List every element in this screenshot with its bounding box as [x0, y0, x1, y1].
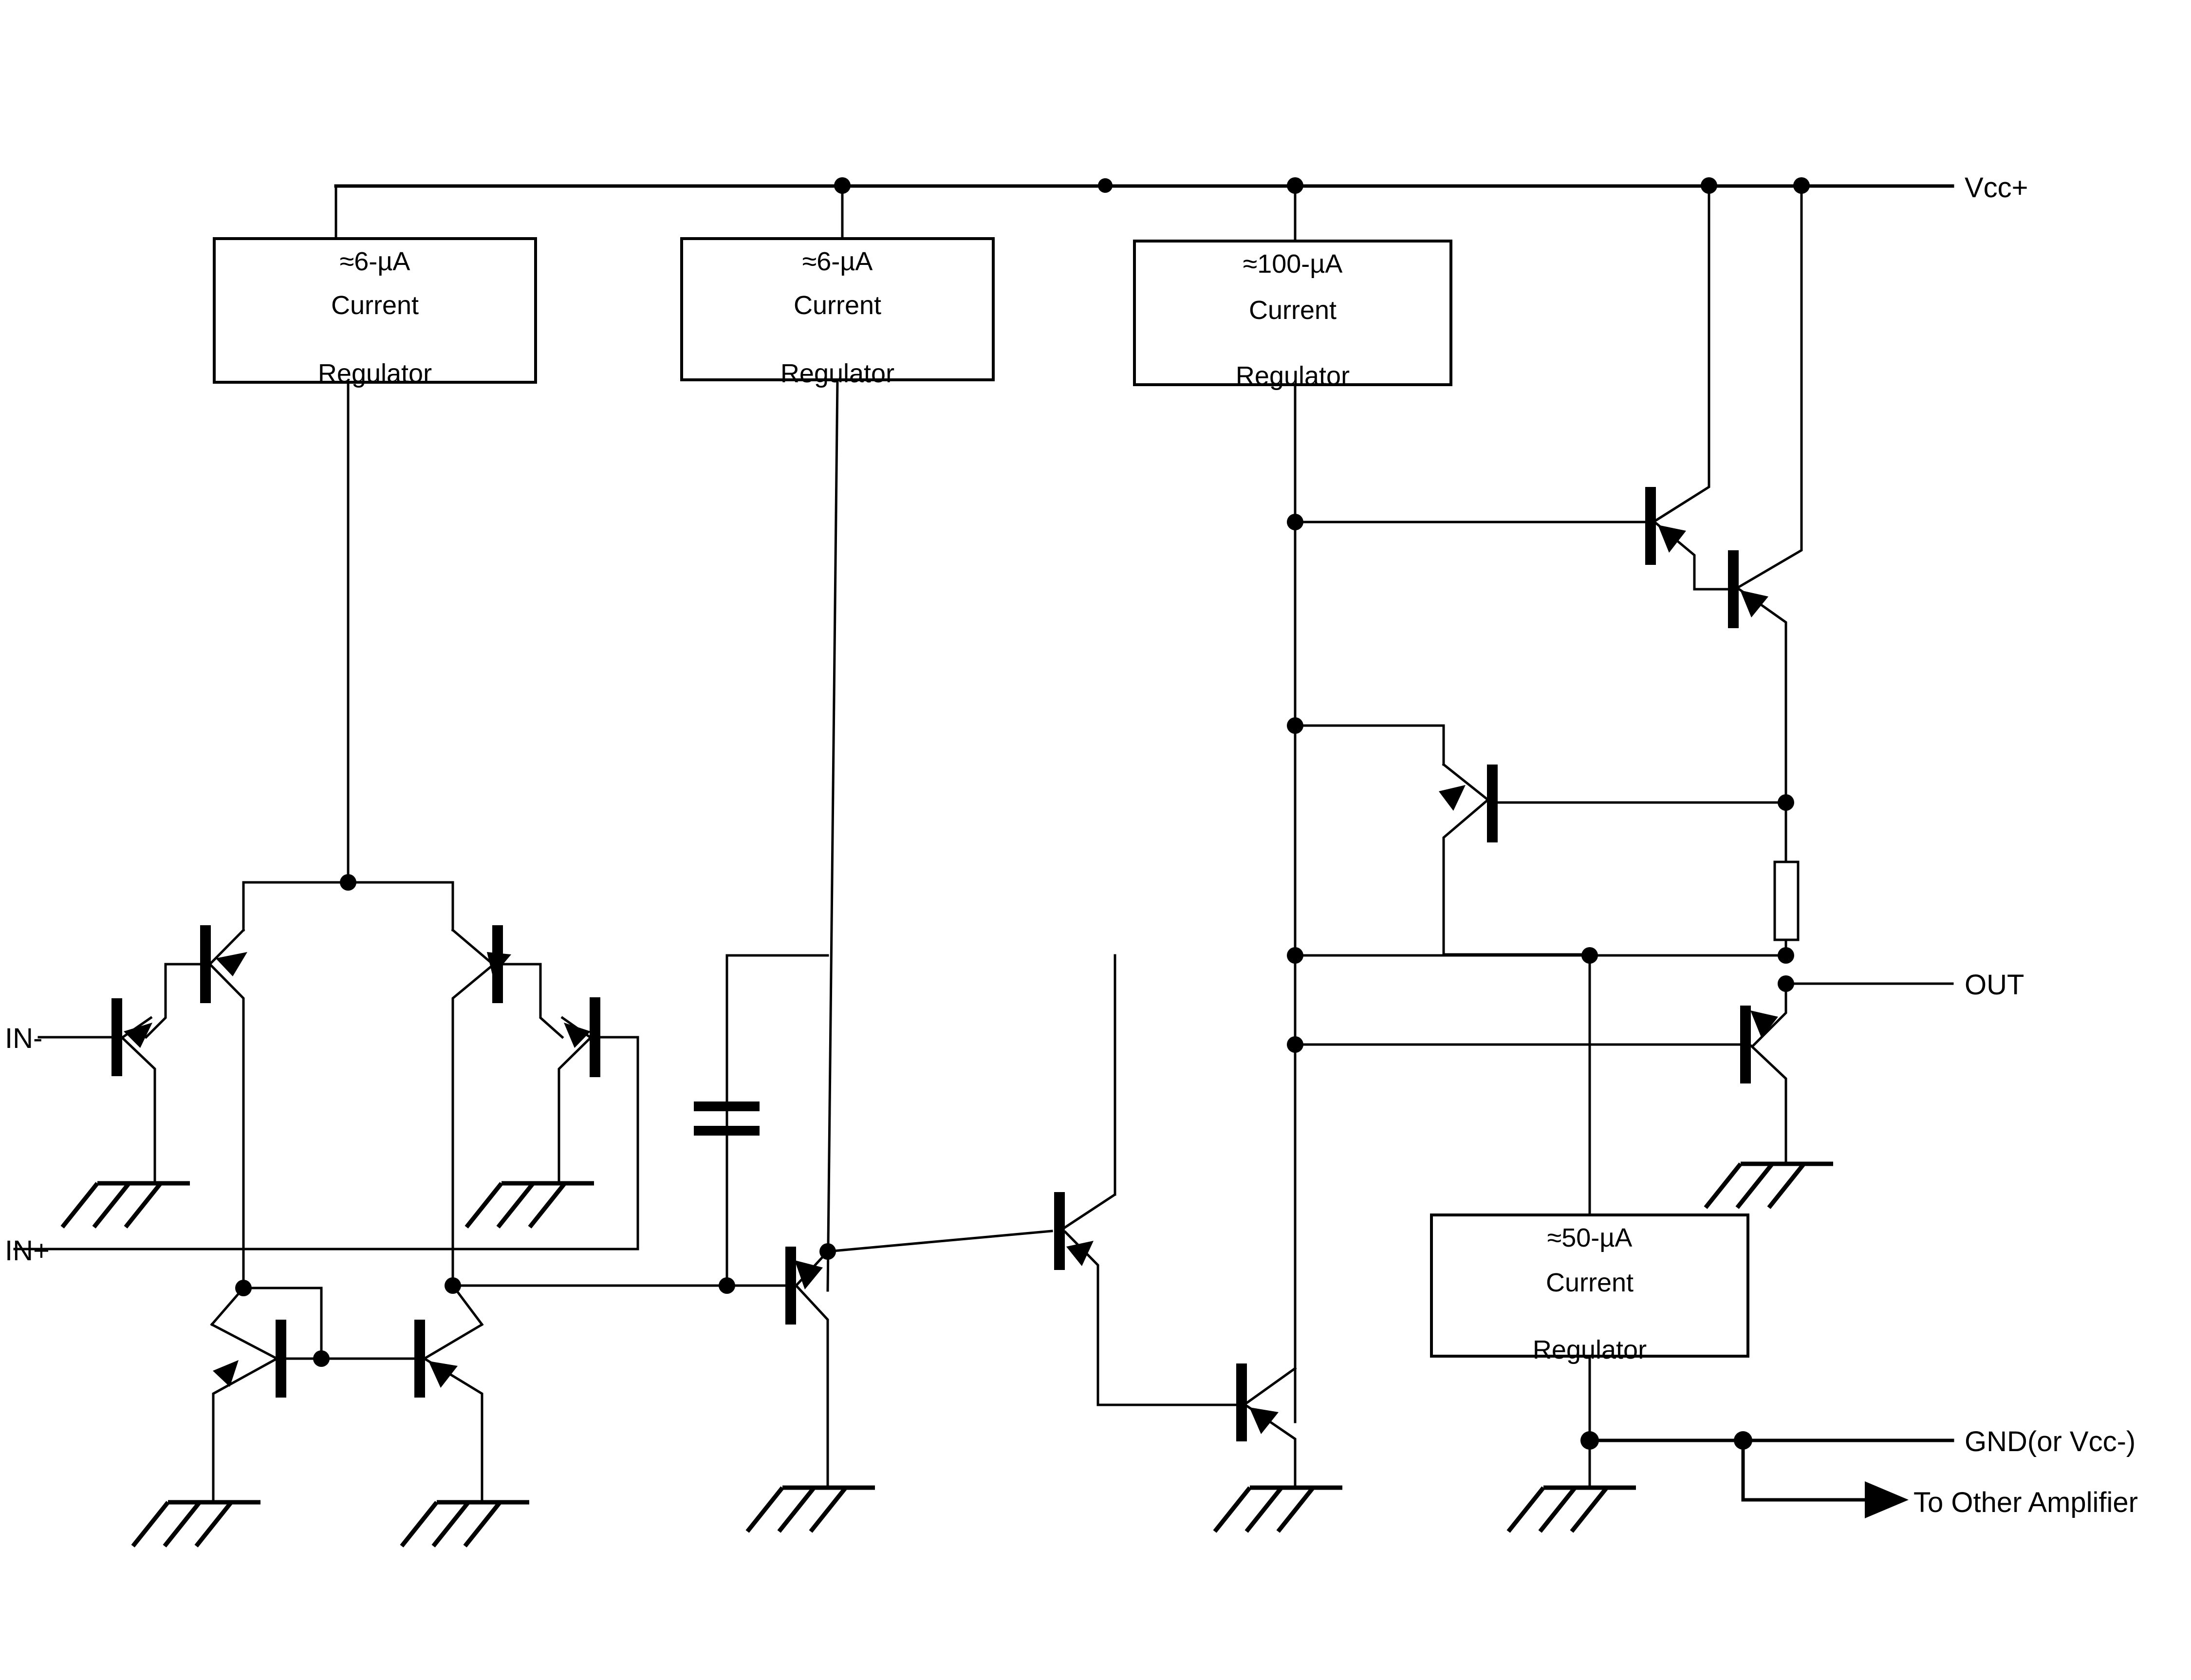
- ground-symbol: [131, 1500, 260, 1548]
- reg2-line2-label: Current: [794, 291, 881, 320]
- compensation-capacitor: [694, 954, 829, 1294]
- port-label-in-minus: IN-: [5, 1023, 42, 1054]
- current-regulator-50ua[interactable]: [1430, 1157, 1749, 1489]
- driver-transistor: [1439, 763, 1800, 964]
- ground-symbol: [464, 1181, 594, 1229]
- ground-symbol: [400, 1500, 529, 1548]
- port-stubs: [37, 184, 1954, 1039]
- port-label-vcc-plus: Vcc+: [1965, 172, 2028, 204]
- reg4-line3-label: Regulator: [1533, 1335, 1647, 1364]
- output-stage-lower: [1581, 947, 1954, 1209]
- current-regulator-100ua[interactable]: [1133, 185, 1452, 1423]
- current-regulator-6ua-left[interactable]: [213, 237, 537, 883]
- reg3-line3-label: Regulator: [1236, 361, 1350, 391]
- reg4-line2-label: Current: [1546, 1268, 1634, 1297]
- gnd-rail: [1506, 1431, 1954, 1533]
- reg4-current-label: ≈50-µA: [1547, 1223, 1633, 1252]
- ground-symbol: [1213, 1485, 1342, 1533]
- ground-symbol: [1506, 1485, 1636, 1533]
- ground-symbol: [60, 1181, 190, 1229]
- ground-symbol: [1704, 1161, 1833, 1209]
- port-label-to-other-amplifier: To Other Amplifier: [1913, 1487, 2138, 1518]
- reg2-line3-label: Regulator: [780, 359, 894, 388]
- second-stage-q7: [725, 1230, 1053, 1533]
- third-stage: [1054, 514, 1788, 1533]
- port-label-gnd: GND(or Vcc-): [1965, 1426, 2135, 1457]
- input-stage: [13, 874, 746, 1548]
- reg3-current-label: ≈100-µA: [1243, 249, 1343, 279]
- reg1-line3-label: Regulator: [318, 359, 432, 388]
- port-label-in-plus: IN+: [5, 1235, 50, 1267]
- port-label-out: OUT: [1965, 969, 2024, 1001]
- output-darlington-upper: [1639, 185, 1803, 957]
- reg1-line2-label: Current: [331, 291, 419, 320]
- reg2-current-label: ≈6-µA: [802, 247, 873, 276]
- reg1-current-label: ≈6-µA: [340, 247, 410, 276]
- ground-symbol: [745, 1485, 875, 1533]
- reg3-line2-label: Current: [1249, 296, 1337, 325]
- current-regulator-6ua-mid[interactable]: [680, 185, 995, 1292]
